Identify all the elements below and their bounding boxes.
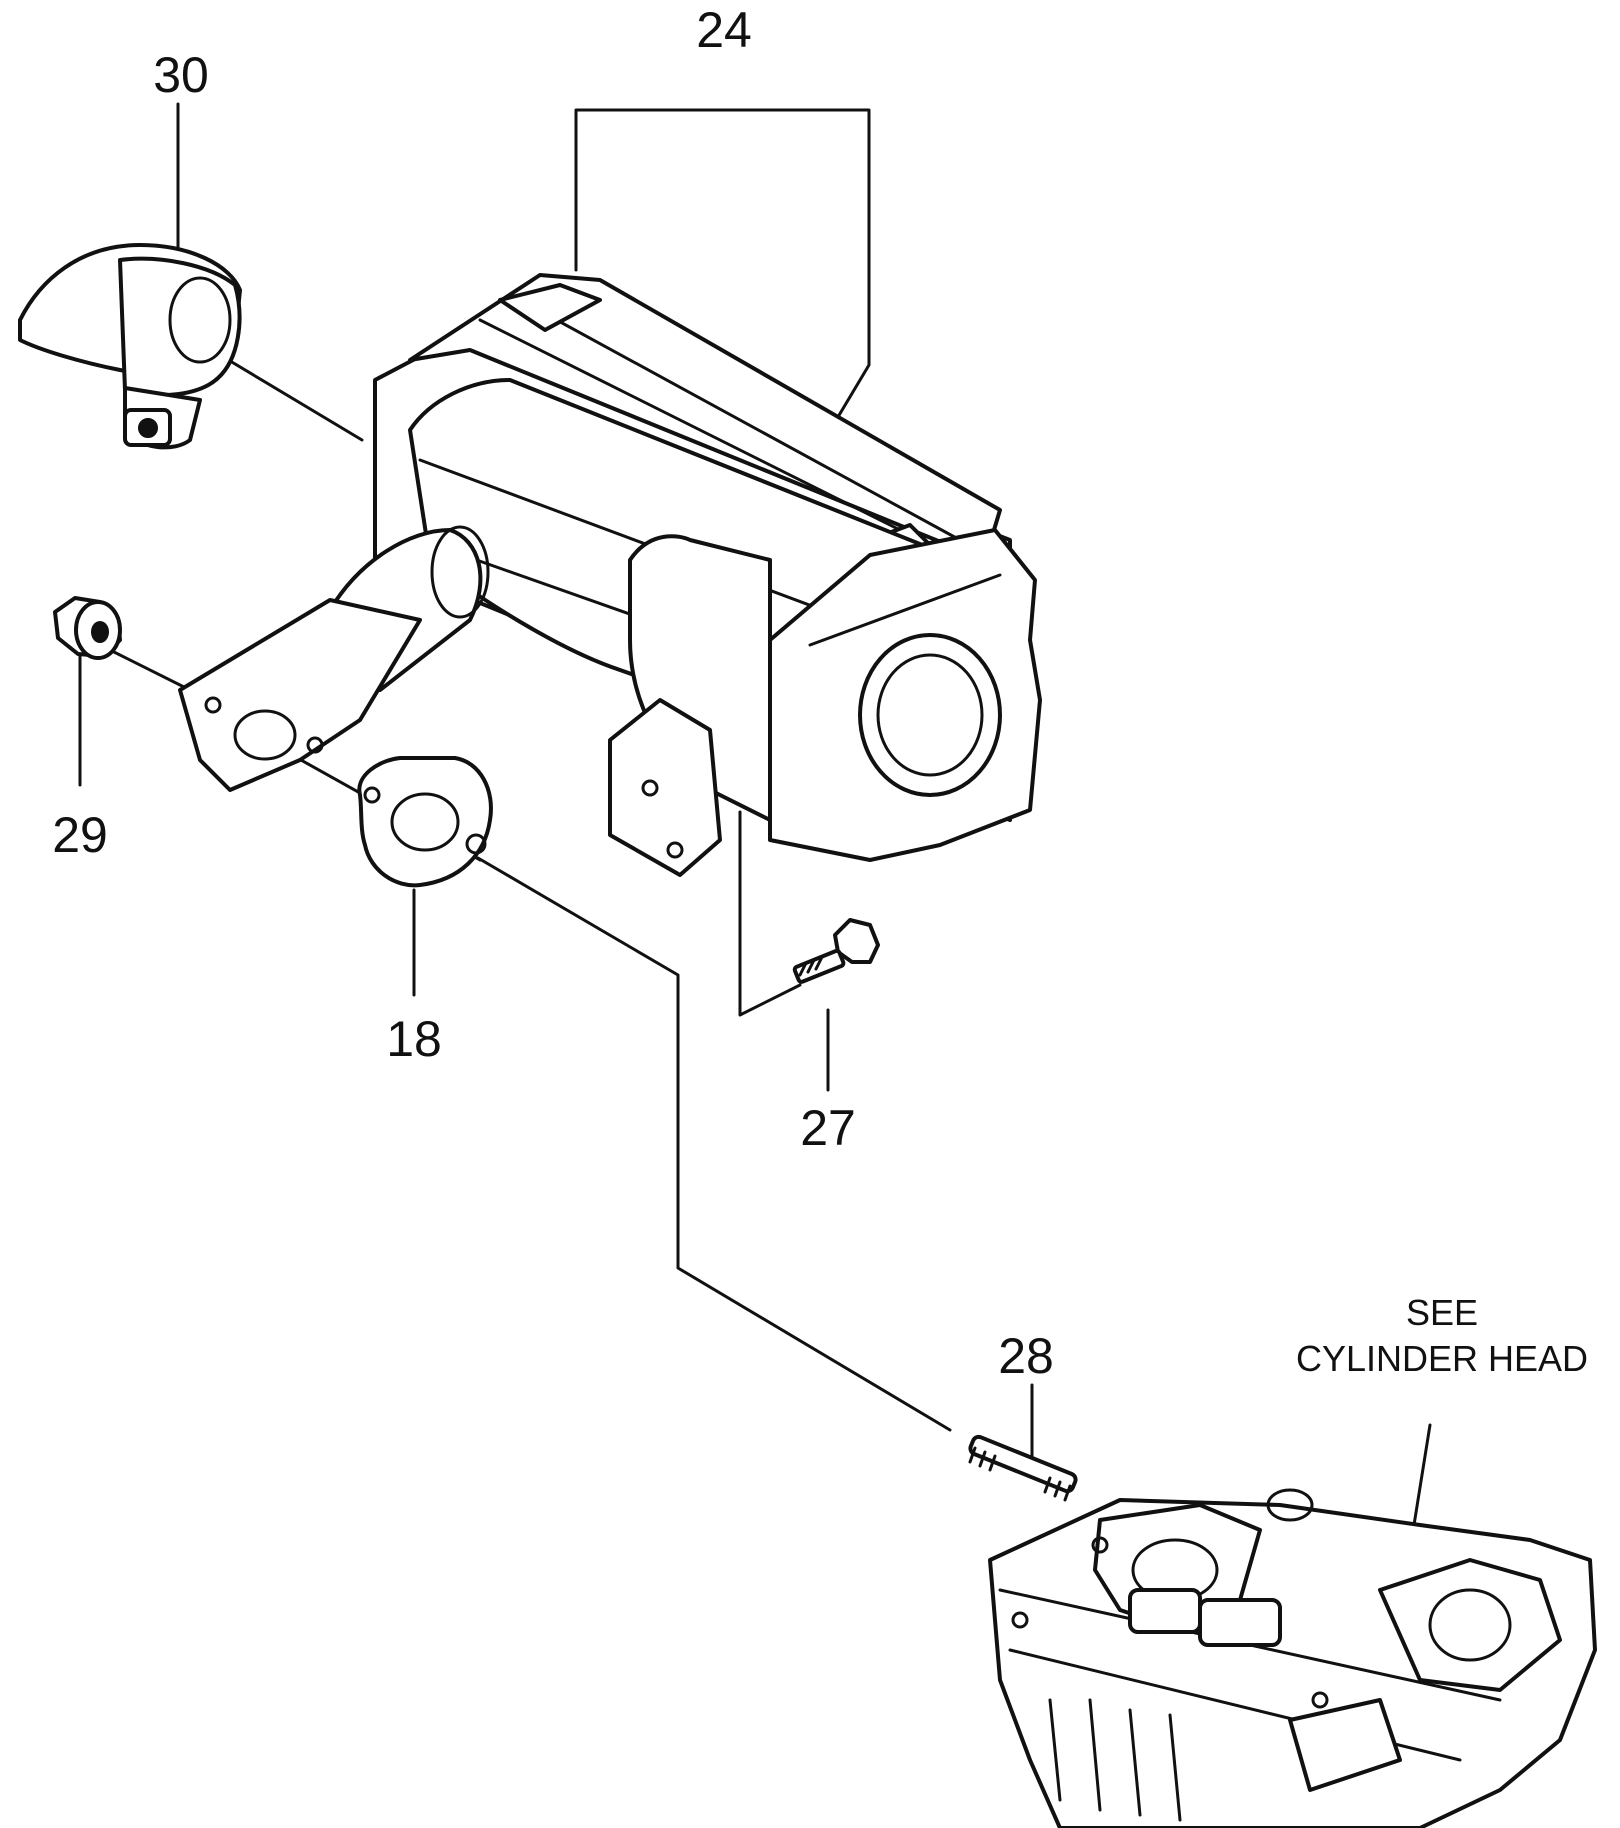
callout-24: 24 — [696, 2, 752, 58]
see-note-line-1: SEE — [1406, 1292, 1478, 1333]
exhaust-deflector-clamp-icon — [18, 243, 242, 450]
stud-icon — [968, 1434, 1078, 1502]
see-note-line-2: CYLINDER HEAD — [1296, 1338, 1588, 1379]
callout-27: 27 — [800, 1100, 856, 1156]
callout-28: 28 — [998, 1328, 1054, 1384]
callout-18: 18 — [386, 1011, 442, 1067]
callout-29: 29 — [52, 807, 108, 863]
callout-30: 30 — [153, 47, 209, 103]
bolt-icon — [792, 918, 880, 984]
cylinder-head-icon — [988, 1488, 1597, 1828]
exhaust-gasket-icon — [357, 756, 493, 888]
flange-nut-icon — [53, 596, 122, 660]
muffler-icon — [178, 273, 1042, 877]
